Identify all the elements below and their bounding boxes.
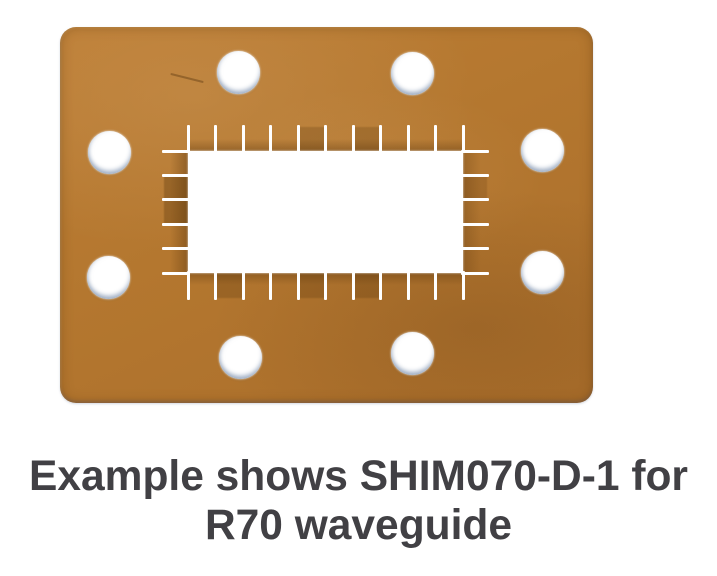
mounting-hole [390, 51, 434, 95]
mounting-hole [216, 50, 260, 94]
comb-slit-bottom [379, 271, 382, 300]
comb-slit-bottom [406, 271, 410, 300]
comb-slit-top [241, 125, 245, 153]
mounting-hole [520, 128, 564, 172]
comb-slit-top [406, 125, 410, 153]
comb-shadow-right [463, 151, 481, 273]
dark-finger [164, 175, 188, 200]
dark-finger [164, 199, 188, 225]
comb-slit-bottom [214, 271, 217, 300]
comb-slit-left [162, 247, 190, 251]
comb-slit-top [296, 125, 300, 153]
comb-slit-left [162, 222, 190, 226]
mounting-hole [218, 335, 262, 379]
comb-slit-right [461, 271, 489, 275]
comb-slit-top [214, 125, 217, 153]
mounting-hole [520, 250, 564, 294]
comb-slit-top [434, 125, 437, 153]
comb-slit-right [461, 222, 489, 226]
comb-slit-bottom [324, 271, 327, 300]
comb-slit-bottom [461, 271, 465, 300]
comb-slit-left [162, 198, 190, 202]
comb-slit-left [162, 173, 190, 177]
scratch-mark [170, 72, 204, 84]
comb-slit-bottom [351, 271, 355, 300]
comb-slit-right [461, 149, 489, 153]
figure-caption: Example shows SHIM070-D-1 for R70 wavegu… [0, 452, 717, 550]
comb-slit-left [162, 271, 190, 275]
dark-finger [353, 273, 381, 298]
dark-finger [353, 127, 381, 151]
comb-slit-top [461, 125, 465, 153]
dark-finger [298, 273, 326, 298]
comb-slit-top [269, 125, 272, 153]
comb-slit-top [379, 125, 382, 153]
dark-finger [215, 273, 243, 298]
mounting-hole [86, 255, 130, 299]
comb-slit-bottom [296, 271, 300, 300]
comb-slit-bottom [241, 271, 245, 300]
aperture [188, 151, 463, 273]
caption-line-1: Example shows SHIM070-D-1 for [29, 453, 688, 500]
comb-slit-bottom [186, 271, 190, 300]
comb-slit-right [461, 173, 489, 177]
comb-slit-right [461, 198, 489, 202]
comb-slit-left [162, 149, 190, 153]
mounting-hole [87, 130, 131, 174]
comb-shadow-left [170, 151, 188, 273]
mounting-hole [390, 331, 434, 375]
caption-line-2: R70 waveguide [204, 502, 513, 549]
comb-slit-bottom [269, 271, 272, 300]
dark-finger [298, 127, 326, 151]
dark-finger [463, 175, 487, 200]
shim-plate [60, 27, 593, 403]
comb-slit-top [186, 125, 190, 153]
comb-slit-top [351, 125, 355, 153]
comb-slit-top [324, 125, 327, 153]
comb-slit-right [461, 247, 489, 251]
comb-slit-bottom [434, 271, 437, 300]
